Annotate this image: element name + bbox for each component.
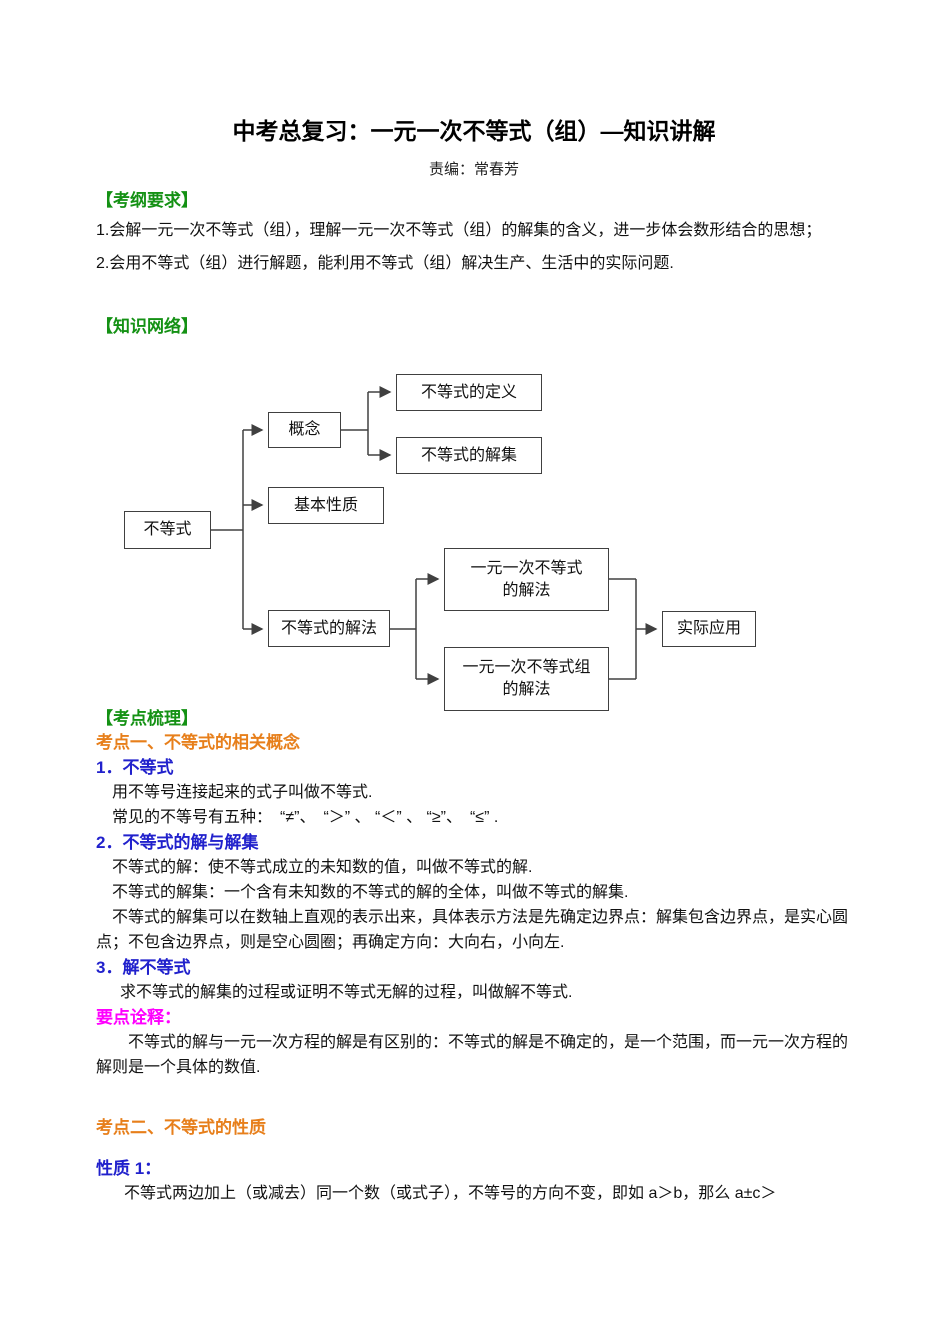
diagram-box-definition: 不等式的定义 [396,374,542,411]
diagram-box-solving-methods: 不等式的解法 [268,610,390,647]
diagram-box-concept: 概念 [268,412,341,448]
topic1-sub3-line1: 求不等式的解集的过程或证明不等式无解的过程，叫做解不等式. [120,984,573,1001]
heading-topic1-sub3: 3．解不等式 [96,958,191,977]
diagram-box-linear-inequality-line1: 一元一次不等式 [470,559,583,577]
diagram-box-linear-group-line1: 一元一次不等式组 [462,659,591,677]
diagram-connectors [211,386,658,685]
heading-topic1-sub2: 2．不等式的解与解集 [96,833,259,852]
heading-exam-outline: 【考纲要求】 [96,191,198,210]
topic1-sub2-line1: 不等式的解：使不等式成立的未知数的值，叫做不等式的解. [112,859,533,876]
diagram-box-linear-inequality-group-method: 一元一次不等式组 的解法 [444,647,609,711]
outline-item-2: 2.会用不等式（组）进行解题，能利用不等式（组）解决生产、生活中的实际问题. [96,255,674,272]
key-notes-body: 不等式的解与一元一次方程的解是有区别的：不等式的解是不确定的，是一个范围，而一元… [96,1034,849,1076]
heading-knowledge-network: 【知识网络】 [96,317,198,336]
heading-key-notes: 要点诠释： [96,1008,181,1027]
diagram-box-solution-set: 不等式的解集 [396,437,542,474]
outline-item-1: 1.会解一元一次不等式（组），理解一元一次不等式（组）的解集的含义，进一步体会数… [96,222,822,239]
heading-key-points: 【考点梳理】 [96,709,198,728]
diagram-box-practical-application: 实际应用 [662,611,756,647]
knowledge-network-diagram: 不等式 概念 不等式的定义 不等式的解集 基本性质 不等式的解法 一元一次不等式… [96,359,846,711]
page-title: 中考总复习：一元一次不等式（组）—知识讲解 [232,118,716,144]
topic2-property1-body: 不等式两边加上（或减去）同一个数（或式子），不等号的方向不变，即如 a＞b，那么… [124,1185,777,1202]
heading-topic2: 考点二、不等式的性质 [96,1118,266,1137]
diagram-box-basic-properties: 基本性质 [268,487,384,524]
heading-topic1-sub1: 1．不等式 [96,758,174,777]
topic1-sub1-line1: 用不等号连接起来的式子叫做不等式. [112,784,373,801]
diagram-box-inequality: 不等式 [124,511,211,549]
diagram-box-linear-group-line2: 的解法 [502,681,551,698]
heading-topic1: 考点一、不等式的相关概念 [96,733,300,752]
diagram-box-linear-inequality-line2: 的解法 [502,581,551,599]
outline-list: 1.会解一元一次不等式（组），理解一元一次不等式（组）的解集的含义，进一步体会数… [96,216,852,279]
topic1-sub1-line2: 常见的不等号有五种： “≠”、 “＞” 、 “＜” 、 “≥”、 “≤” . [112,809,499,826]
diagram-box-linear-inequality-method: 一元一次不等式 的解法 [444,548,609,611]
topic1-sub2-line3: 不等式的解集可以在数轴上直观的表示出来，具体表示方法是先确定边界点：解集包含边界… [96,909,849,951]
editor-byline: 责编：常春芳 [428,161,519,178]
topic1-sub2-line2: 不等式的解集：一个含有未知数的不等式的解的全体，叫做不等式的解集. [112,884,629,901]
document-content: 中考总复习：一元一次不等式（组）—知识讲解 责编：常春芳 【考纲要求】 1.会解… [0,115,950,1206]
heading-topic2-property1: 性质 1： [96,1159,162,1178]
